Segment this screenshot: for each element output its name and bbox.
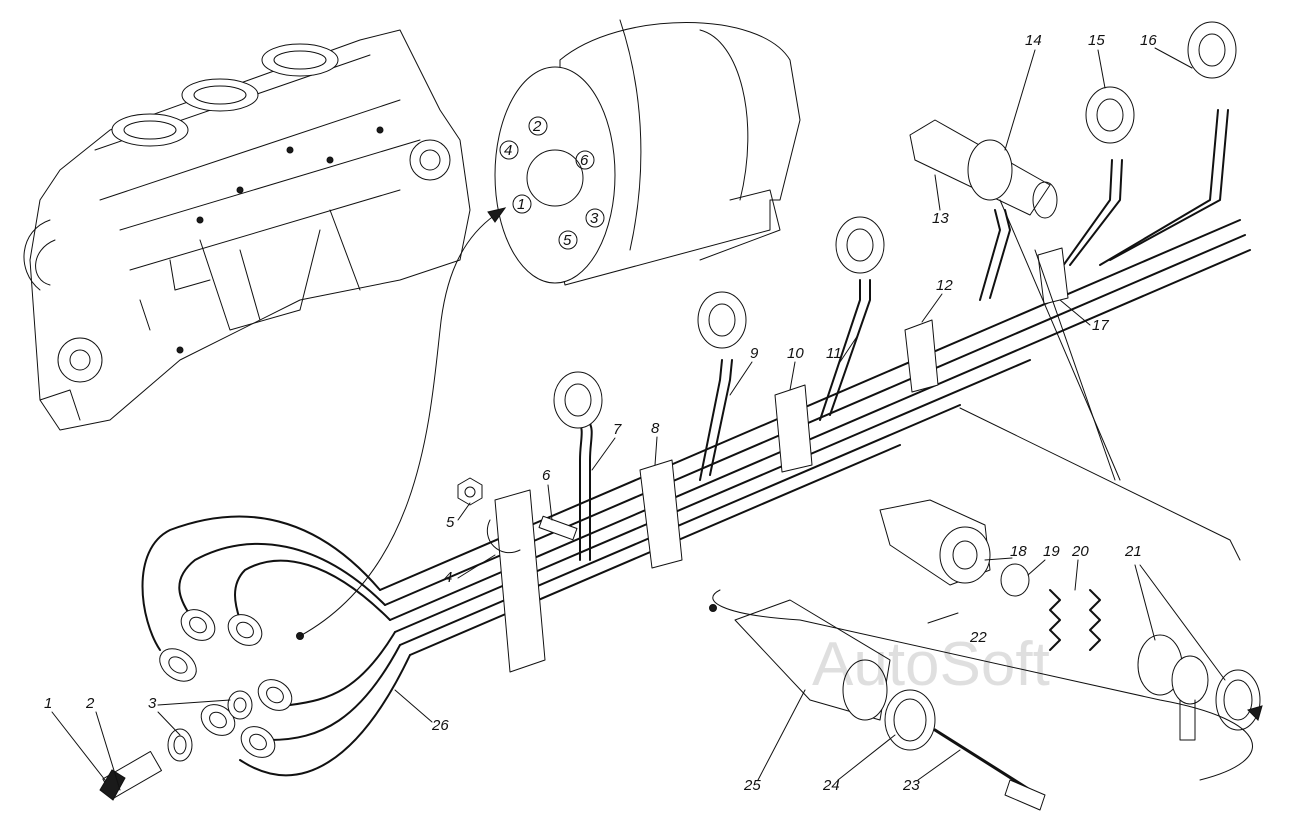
- pump-outlet-3: 3: [590, 210, 599, 227]
- callout-25: 25: [743, 777, 761, 794]
- callout-2: 2: [85, 695, 95, 712]
- callout-10: 10: [787, 345, 804, 362]
- callout-12: 12: [936, 277, 953, 294]
- engine-block: [23, 29, 471, 431]
- pump-outlet-4: 4: [504, 142, 512, 159]
- callout-17: 17: [1092, 317, 1109, 334]
- callout-22: 22: [969, 629, 987, 646]
- callout-14: 14: [1025, 32, 1042, 49]
- fuel-line-bundle: [141, 219, 1251, 777]
- injector-lines: [553, 21, 1237, 561]
- callout-labels: 1 2 3 4 5 6 7 8 9 10 11 12 13 14 15 16 1…: [44, 32, 1226, 794]
- callout-9: 9: [750, 345, 759, 362]
- clamps: [486, 247, 1069, 673]
- callout-23: 23: [902, 777, 920, 794]
- pump-outlet-numbers: 2 4 6 1 3 5: [499, 116, 605, 250]
- leader-lines: [709, 199, 1263, 781]
- pump-pointer-arrow: [296, 207, 507, 640]
- pump-outlet-6: 6: [580, 152, 589, 169]
- fitting-13-14: [909, 119, 1058, 219]
- callout-5: 5: [446, 514, 455, 531]
- callout-19: 19: [1043, 543, 1060, 560]
- callout-26: 26: [431, 717, 449, 734]
- callout-7: 7: [613, 421, 622, 438]
- callout-24: 24: [822, 777, 840, 794]
- pump-outlet-1: 1: [517, 196, 525, 213]
- left-banjo-fittings: [159, 609, 293, 758]
- callout-21: 21: [1124, 543, 1142, 560]
- callout-3: 3: [148, 695, 157, 712]
- pump-outlet-2: 2: [532, 118, 542, 135]
- callout-18: 18: [1010, 543, 1027, 560]
- callout-1: 1: [44, 695, 52, 712]
- callout-11: 11: [826, 345, 842, 362]
- pump-outlet-5: 5: [563, 232, 572, 249]
- nut-and-bolt: [457, 477, 578, 541]
- callout-20: 20: [1071, 543, 1089, 560]
- watermark: AutoSoft: [812, 630, 1050, 699]
- valve-assembly: [734, 499, 1261, 811]
- callout-6: 6: [542, 467, 551, 484]
- callout-16: 16: [1140, 32, 1157, 49]
- callout-15: 15: [1088, 32, 1105, 49]
- banjo-bolt-left: [99, 690, 253, 801]
- callout-8: 8: [651, 420, 660, 437]
- callout-4: 4: [444, 569, 452, 586]
- callout-13: 13: [932, 210, 949, 227]
- fuel-pump: [494, 19, 801, 286]
